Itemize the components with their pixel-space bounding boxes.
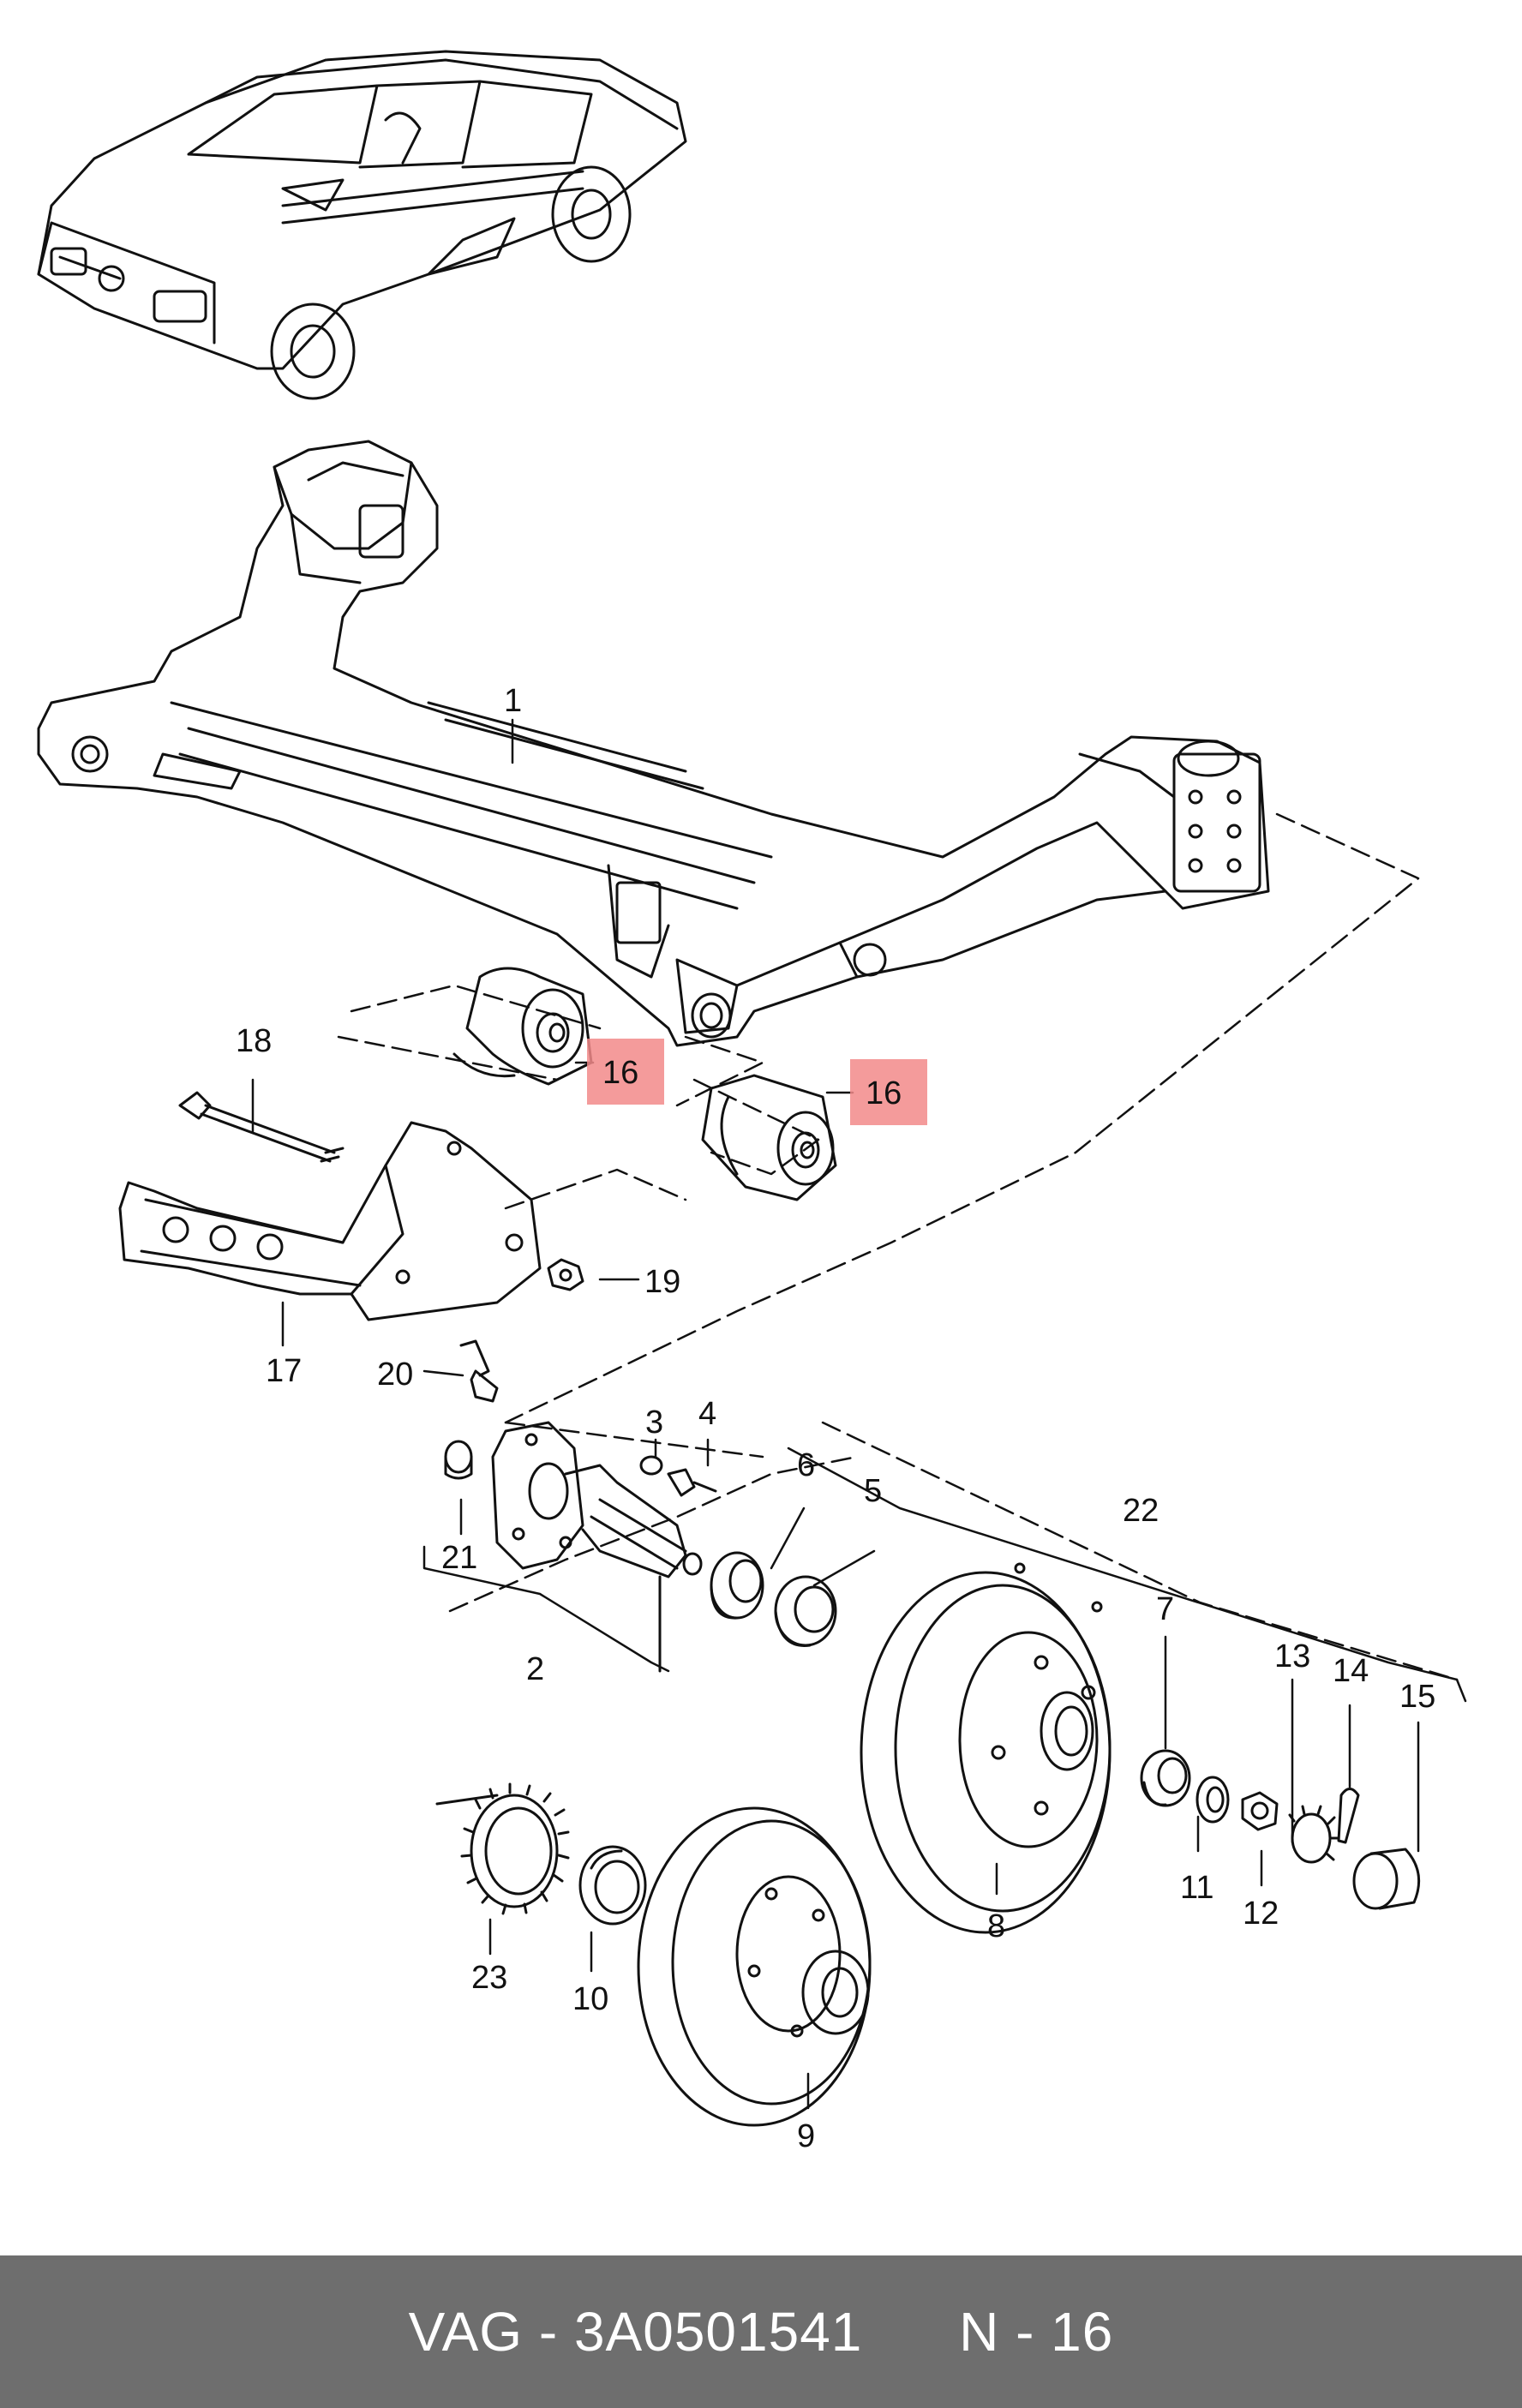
- position-label: N - 16: [959, 2301, 1114, 2363]
- callout-14: 14: [1333, 1653, 1369, 1689]
- callout-16-left: 16: [602, 1055, 638, 1091]
- callout-labels: 1 2 3 4 5 6 7 8 9 10 11 12 13 14 15 16 1…: [236, 683, 1435, 2154]
- callout-22: 22: [1123, 1493, 1159, 1529]
- cap-15: [1352, 1848, 1421, 1910]
- brake-disc: [637, 1806, 872, 2127]
- callout-9: 9: [797, 2118, 815, 2154]
- dashed-leaders: [337, 812, 1459, 1681]
- bolt: [178, 1091, 345, 1163]
- callout-1: 1: [504, 683, 522, 719]
- bearing-7: [1140, 1749, 1191, 1807]
- callout-leaders: [251, 718, 1420, 2110]
- bearing-5: [774, 1575, 837, 1647]
- spacer: [862, 2300, 959, 2363]
- callout-12: 12: [1243, 1896, 1279, 1932]
- nut-12: [1241, 1791, 1279, 1831]
- brand-label: VAG: [408, 2301, 524, 2363]
- cap-21: [444, 1440, 473, 1480]
- stub-axle: [491, 1421, 717, 1578]
- lock-ring-13: [1288, 1805, 1340, 1864]
- callout-21: 21: [441, 1540, 477, 1576]
- callout-2: 2: [526, 1651, 544, 1687]
- callout-15: 15: [1399, 1679, 1435, 1715]
- callout-23: 23: [471, 1960, 507, 1996]
- washer-11: [1195, 1776, 1230, 1824]
- callout-6: 6: [797, 1447, 815, 1483]
- screw: [459, 1339, 499, 1403]
- car-illustration: [37, 50, 687, 400]
- bushing-right: [701, 1074, 837, 1201]
- bearing-6: [710, 1551, 764, 1620]
- brake-drum: [860, 1562, 1112, 1934]
- callout-18: 18: [236, 1023, 272, 1059]
- nut: [547, 1258, 584, 1291]
- callout-7: 7: [1156, 1591, 1174, 1627]
- highlight-16-left: [587, 1039, 664, 1105]
- callout-16-right: 16: [866, 1075, 902, 1111]
- separator-text: -: [523, 2301, 574, 2363]
- seal-10: [578, 1845, 647, 1926]
- callout-17: 17: [266, 1353, 302, 1389]
- callout-11: 11: [1180, 1870, 1213, 1906]
- parts-diagram: 1 2 3 4 5 6 7 8 9 10 11 12 13 14 15 16 1…: [37, 50, 1467, 2154]
- bushing-left: [452, 967, 593, 1086]
- part-number: 3A0501541: [573, 2301, 863, 2363]
- mounting-bracket: [118, 1121, 542, 1321]
- part-number-footer: VAG - 3A0501541 N - 16: [0, 2255, 1522, 2408]
- callout-10: 10: [572, 1981, 608, 2017]
- callout-8: 8: [987, 1908, 1005, 1944]
- cotter-pin-14: [1337, 1788, 1360, 1844]
- callout-20: 20: [377, 1357, 413, 1393]
- callout-4: 4: [698, 1396, 716, 1432]
- callout-13: 13: [1274, 1638, 1310, 1674]
- callout-19: 19: [644, 1264, 680, 1300]
- callout-3: 3: [645, 1405, 663, 1441]
- rear-axle-beam: [37, 440, 1270, 1047]
- highlight-16-right: [850, 1059, 927, 1125]
- tone-ring: [460, 1782, 570, 1915]
- callout-5: 5: [864, 1473, 882, 1509]
